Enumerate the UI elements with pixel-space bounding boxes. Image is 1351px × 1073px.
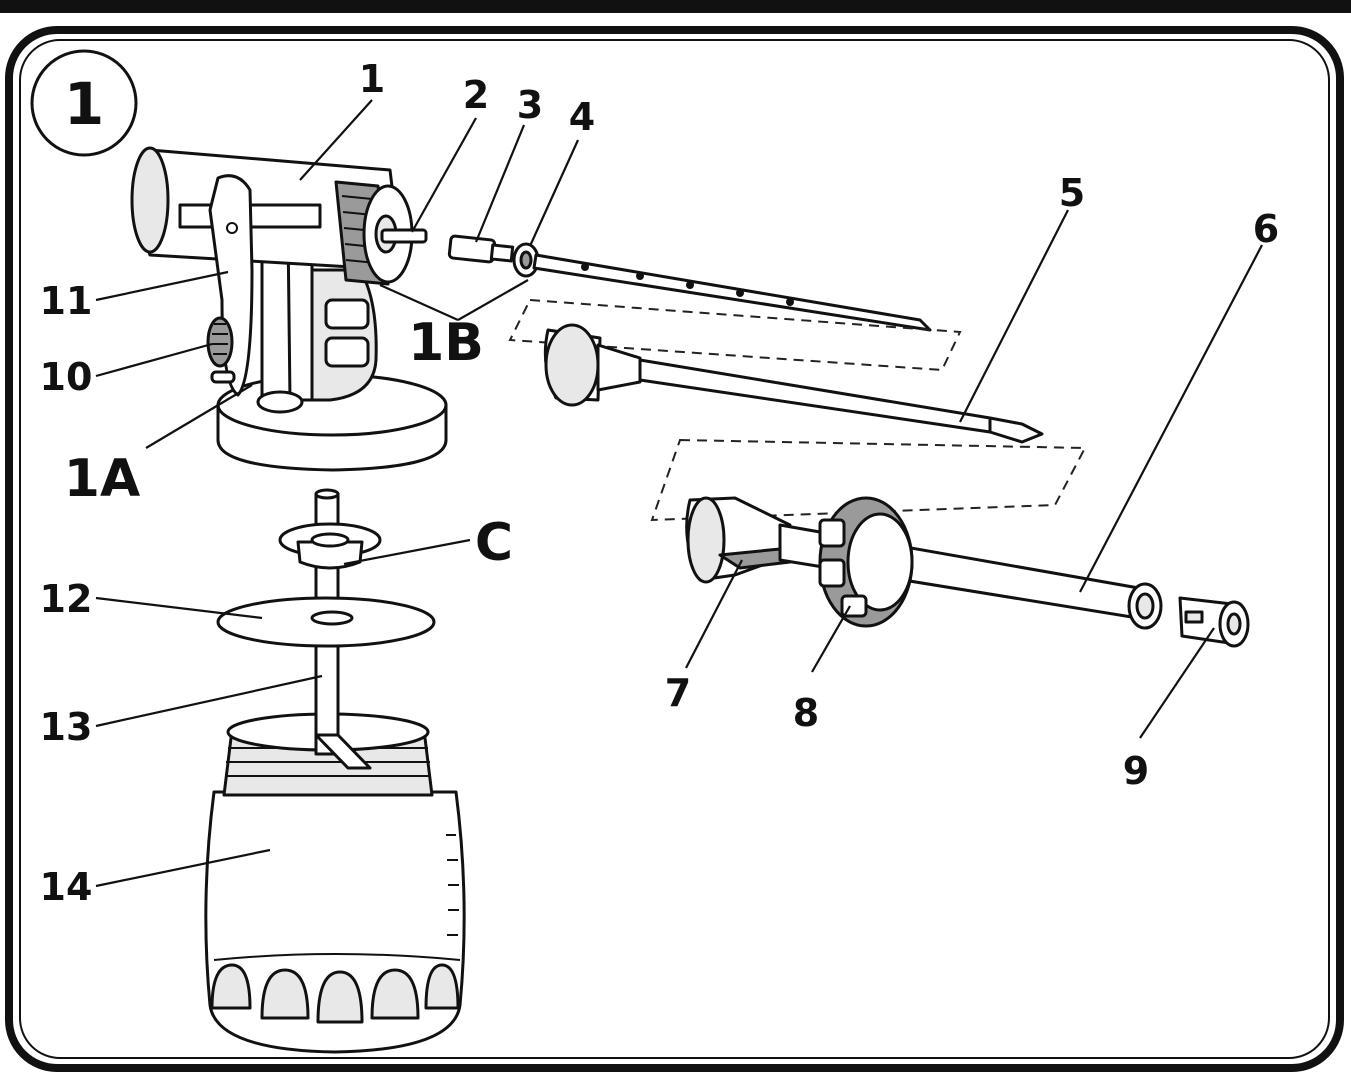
part-4-seal-and-needle bbox=[512, 242, 932, 332]
label-1a: 1A bbox=[64, 449, 140, 509]
part-12-gasket bbox=[216, 596, 436, 648]
outer-frame bbox=[5, 26, 1344, 1072]
label-9: 9 bbox=[1123, 749, 1149, 793]
leader-lines bbox=[95, 99, 1263, 888]
label-12: 12 bbox=[40, 577, 93, 621]
label-10: 10 bbox=[40, 355, 93, 399]
part-5-nozzle-assembly bbox=[543, 323, 1044, 444]
label-3: 3 bbox=[517, 83, 543, 127]
label-1b: 1B bbox=[408, 313, 484, 373]
label-7: 7 bbox=[665, 671, 691, 715]
label-13: 13 bbox=[40, 705, 93, 749]
figure-number-badge bbox=[30, 49, 138, 157]
part-3-connector bbox=[447, 234, 515, 264]
part-14-container bbox=[204, 712, 466, 1054]
label-4: 4 bbox=[569, 95, 595, 139]
part-8-union-nut bbox=[818, 496, 914, 628]
inner-frame bbox=[19, 39, 1330, 1059]
label-11: 11 bbox=[40, 279, 93, 323]
header-bar bbox=[0, 0, 1351, 13]
part-1-gun-body bbox=[130, 146, 448, 472]
label-6: 6 bbox=[1253, 207, 1279, 251]
part-c-valve bbox=[278, 522, 382, 570]
part-labels: 1 2 3 4 5 6 7 8 9 10 11 12 13 14 1A 1B C bbox=[40, 57, 1280, 909]
part-7-air-cap bbox=[685, 496, 792, 584]
figure-number: 1 bbox=[64, 70, 104, 138]
label-8: 8 bbox=[793, 691, 819, 735]
dashed-group-outline-lower bbox=[650, 438, 1087, 522]
label-14: 14 bbox=[40, 865, 93, 909]
part-2-pin bbox=[380, 228, 428, 244]
label-c: C bbox=[475, 513, 513, 573]
dashed-group-outline-upper bbox=[508, 298, 962, 372]
part-9-tip bbox=[1178, 596, 1250, 648]
label-2: 2 bbox=[463, 73, 489, 117]
label-5: 5 bbox=[1059, 171, 1085, 215]
label-1: 1 bbox=[359, 57, 385, 101]
